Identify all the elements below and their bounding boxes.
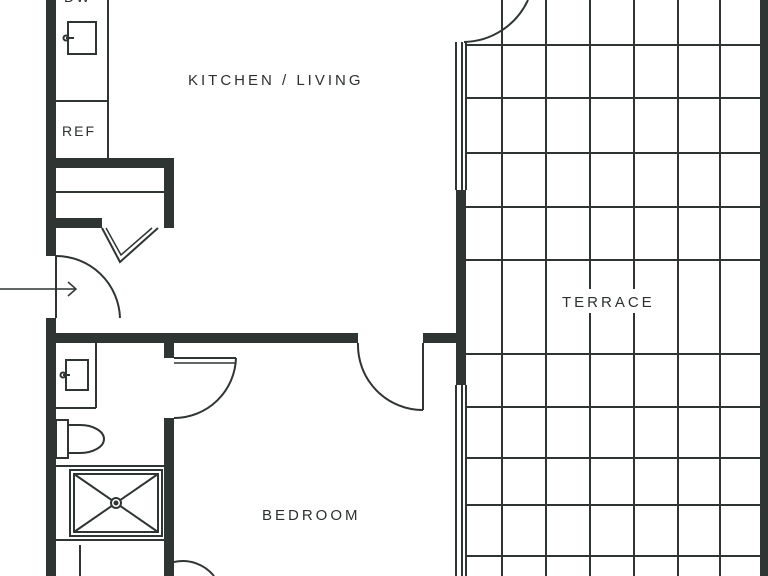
left-exterior-wall-upper (46, 0, 56, 256)
toilet-icon (55, 419, 105, 459)
entry-door-swing (55, 255, 121, 319)
terrace-tile-grid (466, 0, 760, 576)
sink-icon (62, 21, 97, 55)
bottom-door-swing (173, 560, 215, 576)
shower-icon (56, 465, 164, 541)
closet-bifold-door-inner (105, 227, 153, 257)
top-cut-label: DW (64, 0, 91, 5)
bath-right-wall (164, 418, 174, 576)
bath-left-strip (46, 460, 56, 576)
entry-arrow-icon (0, 281, 78, 297)
terrace-label-background (556, 289, 668, 313)
closet-right-wall (164, 158, 174, 228)
terrace-right-wall (760, 0, 768, 576)
bedroom-label: BEDROOM (262, 507, 361, 524)
left-exterior-wall-lower (46, 318, 56, 576)
bedroom-door-swing (356, 342, 424, 411)
ref-label: REF (62, 123, 96, 139)
kitchen-counter (56, 0, 109, 158)
closet-bottom-wall (56, 218, 102, 228)
kitchen-living-label: KITCHEN / LIVING (188, 72, 364, 89)
closet-top-wall (56, 158, 174, 168)
closet-bifold-door (101, 227, 159, 264)
terrace-label: TERRACE (562, 294, 655, 311)
terrace-glass-wall (455, 42, 467, 576)
bath-sink-icon (59, 359, 89, 391)
bath-wall-upper (164, 343, 174, 358)
interior-wall-bath (56, 333, 358, 343)
terrace-door-swing (463, 0, 529, 43)
terrace-wall-pier (456, 190, 466, 385)
bath-door-swing (173, 357, 237, 419)
vanity (56, 343, 97, 409)
interior-wall-right-stub (423, 333, 461, 343)
